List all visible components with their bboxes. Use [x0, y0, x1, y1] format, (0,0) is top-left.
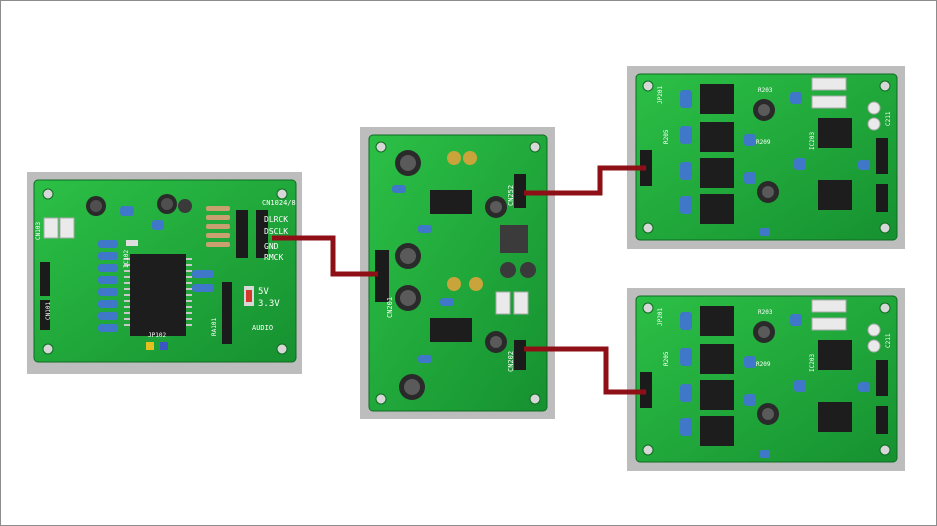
label-cn201: CN201: [386, 297, 394, 318]
label-rmck: RMCK: [264, 253, 283, 262]
label-3v3: 3.3V: [258, 299, 280, 309]
label-c211: C211: [885, 111, 892, 126]
label-ic203: IC203: [809, 354, 816, 372]
label-ic102: IC102: [123, 250, 130, 268]
label-cn103: CN103: [35, 222, 42, 240]
label-dsclk: DSCLK: [264, 227, 288, 236]
label-jp201: JP201: [657, 308, 664, 326]
label-r205: R205: [663, 129, 670, 144]
label-ra101: RA101: [211, 318, 218, 336]
right-bottom-board: R203 R205 R209 C211 IC203 JP201: [635, 295, 898, 463]
label-cn202: CN202: [507, 351, 515, 372]
label-ic203: IC203: [809, 132, 816, 150]
label-lrck: DLRCK: [264, 215, 288, 224]
wire-mid-to-right-bottom: [524, 346, 646, 395]
right-top-board: R203 R205 R209 C211 IC203 JP201: [635, 73, 898, 241]
mid-board: CN201 CN252 CN202: [368, 134, 548, 412]
label-audio: AUDIO: [252, 324, 273, 332]
label-cn: CN1024/8: [262, 199, 296, 207]
label-cn252: CN252: [507, 185, 515, 206]
connection-wires: [272, 165, 646, 395]
wire-mid-to-right-top: [524, 165, 646, 196]
label-jp201: JP201: [657, 86, 664, 104]
label-r203: R203: [758, 87, 773, 94]
label-r205: R205: [663, 351, 670, 366]
main-board: CN1024/8 DLRCK DSCLK GND RMCK 5V 3.3V AU…: [33, 179, 297, 363]
label-r209: R209: [756, 139, 771, 146]
label-c211: C211: [885, 333, 892, 348]
label-cn101: CN101: [45, 302, 52, 320]
label-r209: R209: [756, 361, 771, 368]
label-gnd: GND: [264, 242, 279, 251]
wire-main-to-mid: [272, 235, 378, 277]
label-r203: R203: [758, 309, 773, 316]
label-jp102: JP102: [148, 332, 166, 339]
label-5v: 5V: [258, 287, 269, 297]
